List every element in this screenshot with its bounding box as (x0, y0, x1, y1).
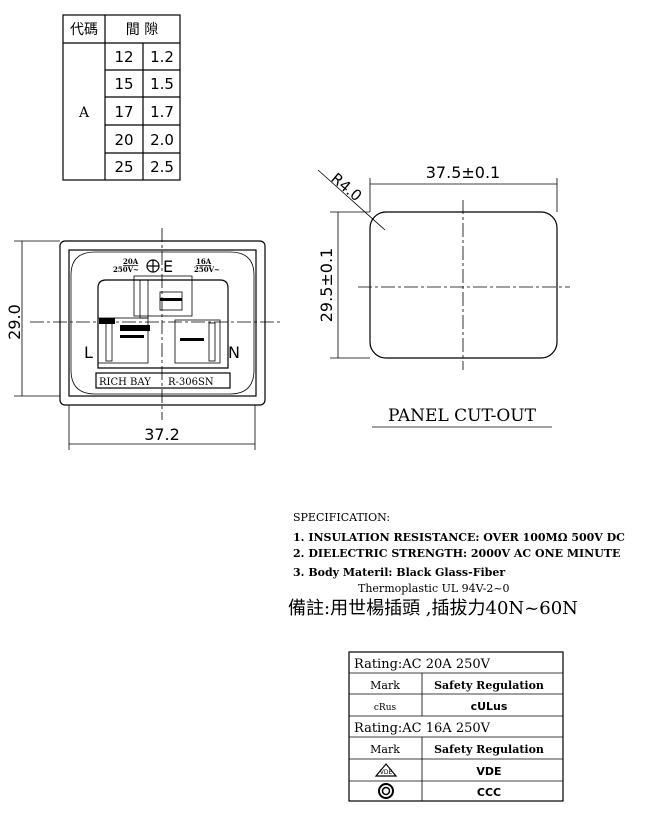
rating-16a: Rating:AC 16A 250V (354, 721, 491, 736)
right-rating-amps: 16A (196, 257, 212, 266)
rating-table: Rating:AC 20A 250V Mark Safety Regulatio… (348, 651, 564, 802)
ccc-mark-icon (378, 783, 394, 799)
gap-cell: 25 (114, 158, 133, 176)
panel-cutout-title: PANEL CUT-OUT (388, 406, 537, 426)
right-rating-volts: 250V~ (194, 265, 220, 274)
spec-item: 3. Body Materil: Black Glass-Fiber (293, 566, 505, 579)
gap-cell: 12 (114, 48, 133, 66)
gap-cell: 1.7 (150, 103, 174, 121)
cutout-height-dimension: 29.5±0.1 (317, 248, 336, 322)
vde-mark-icon: VDE (374, 763, 398, 777)
code-value: A (78, 105, 90, 121)
left-rating-volts: 250V~ (113, 265, 139, 274)
gap-cell: 1.2 (150, 48, 174, 66)
line-label: L (84, 343, 93, 362)
spec-item: 1. INSULATION RESISTANCE: OVER 100MΩ 500… (293, 531, 625, 544)
mark-header: Mark (370, 679, 400, 692)
cutout-width-dimension: 37.5±0.1 (426, 163, 500, 182)
header-code: 代碼 (70, 22, 98, 38)
nameplate-brand: RICH BAY (99, 377, 151, 388)
regulation-header: Safety Regulation (434, 743, 544, 756)
spec-title: SPECIFICATION: (293, 511, 390, 524)
regulation-culus: cULus (471, 700, 508, 713)
rating-20a: Rating:AC 20A 250V (354, 657, 491, 672)
gap-cell: 2.0 (150, 131, 174, 149)
spec-item: Thermoplastic UL 94V-2~0 (358, 582, 510, 595)
svg-text:VDE: VDE (380, 769, 393, 776)
gap-table: 代碼 間 隙 A 12 1.2 15 1.5 17 1.7 20 2.0 25 … (62, 14, 181, 181)
spec-item: 2. DIELECTRIC STRENGTH: 2000V AC ONE MIN… (293, 547, 620, 560)
regulation-ccc: CCC (477, 786, 501, 799)
gap-cell: 1.5 (150, 75, 174, 93)
mark-header: Mark (370, 743, 400, 756)
regulation-header: Safety Regulation (434, 679, 544, 692)
width-dimension: 37.2 (144, 425, 180, 444)
corner-radius: R4.0 (327, 169, 365, 205)
cru-us-mark-icon: cRus (374, 703, 397, 713)
panel-cutout: 37.5±0.1 29.5±0.1 R4.0 PANEL CUT-OUT (317, 163, 570, 428)
gap-cell: 17 (114, 103, 133, 121)
gap-cell: 20 (114, 131, 133, 149)
gap-cell: 2.5 (150, 158, 174, 176)
gap-cell: 15 (114, 75, 133, 93)
left-rating-amps: 20A (123, 257, 139, 266)
earth-icon (146, 259, 160, 273)
spec-note: 備註:用世楊插頭 ,插拔力40N~60N (288, 598, 578, 619)
header-gap: 間 隙 (126, 22, 158, 38)
neutral-label: N (228, 343, 240, 362)
front-view: RICH BAY R-306SN 20A 250V~ 16A 250V~ E L… (5, 228, 280, 450)
regulation-vde: VDE (476, 765, 501, 778)
earth-label: E (163, 257, 173, 276)
specification: SPECIFICATION: 1. INSULATION RESISTANCE:… (288, 511, 625, 619)
height-dimension: 29.0 (5, 304, 24, 340)
nameplate-model: R-306SN (168, 377, 214, 388)
